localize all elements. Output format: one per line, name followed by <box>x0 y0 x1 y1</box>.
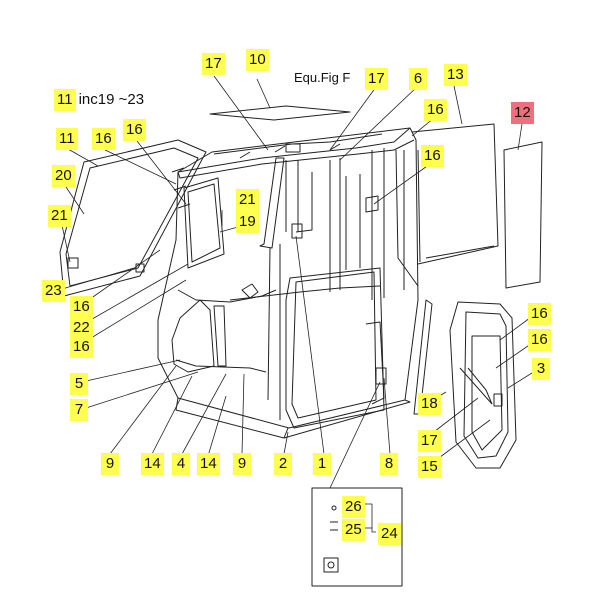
callout-label-19: 19 <box>236 211 259 233</box>
callout-label-9: 9 <box>101 453 119 475</box>
callout-label-16: 16 <box>528 303 551 325</box>
header-note-number: 11 <box>54 89 76 111</box>
callout-label-9: 9 <box>233 453 251 475</box>
window-pane-12 <box>503 141 543 289</box>
callout-label-16: 16 <box>421 145 444 167</box>
roof-panel <box>209 105 351 121</box>
callout-label-8: 8 <box>380 453 398 475</box>
callout-label-16: 16 <box>92 128 115 150</box>
callout-label-17: 17 <box>202 53 225 75</box>
callout-label-22: 22 <box>70 317 93 339</box>
cab-frame <box>157 123 499 439</box>
callout-label-5: 5 <box>70 373 88 395</box>
callout-label-16: 16 <box>528 329 551 351</box>
callout-label-14: 14 <box>141 453 164 475</box>
callout-label-24: 24 <box>378 523 401 545</box>
callout-label-16: 16 <box>70 296 93 318</box>
callout-label-21: 21 <box>236 189 259 211</box>
callout-label-20: 20 <box>52 165 75 187</box>
callout-label-26: 26 <box>342 496 365 518</box>
callout-label-13: 13 <box>444 64 467 86</box>
callout-label-1: 1 <box>313 453 331 475</box>
callout-label-7: 7 <box>70 399 88 421</box>
callout-label-16: 16 <box>70 336 93 358</box>
callout-label-14: 14 <box>197 453 220 475</box>
callout-label-23: 23 <box>42 280 65 302</box>
callout-label-3: 3 <box>532 358 550 380</box>
equ-fig-reference: Equ.Fig F <box>294 70 351 85</box>
callout-label-21: 21 <box>48 205 71 227</box>
callout-label-12: 12 <box>511 102 534 124</box>
callout-label-17: 17 <box>365 68 388 90</box>
side-door <box>449 301 517 469</box>
detail-box <box>311 487 403 587</box>
callout-label-16: 16 <box>424 99 447 121</box>
callout-label-2: 2 <box>274 453 292 475</box>
callout-label-4: 4 <box>172 453 190 475</box>
callout-label-25: 25 <box>342 519 365 541</box>
callout-label-18: 18 <box>418 393 441 415</box>
left-door-window <box>59 139 207 297</box>
callout-label-10: 10 <box>246 49 269 71</box>
callout-label-15: 15 <box>418 456 441 478</box>
header-note-text: inc19 ~23 <box>78 91 145 108</box>
callout-label-17: 17 <box>418 430 441 452</box>
callout-label-11: 11 <box>56 128 78 150</box>
callout-label-16: 16 <box>123 119 146 141</box>
leader-lines <box>59 75 541 533</box>
callout-label-6: 6 <box>409 68 427 90</box>
